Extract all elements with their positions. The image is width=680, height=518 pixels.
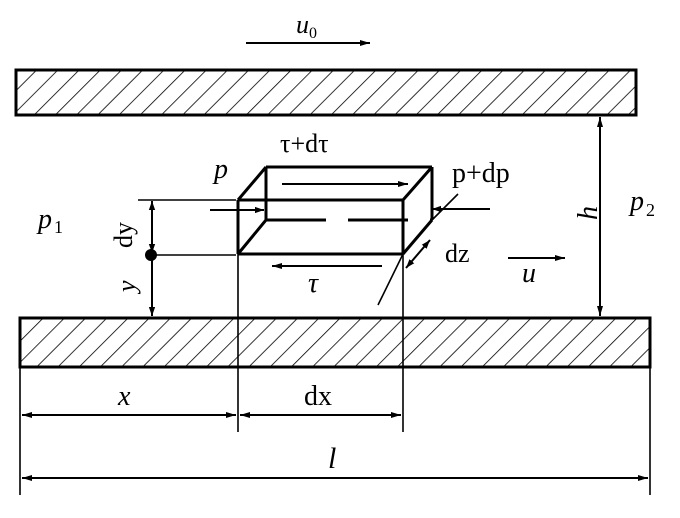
shear-top-label: τ+dτ [280, 129, 329, 158]
p1-subscript: 1 [54, 217, 63, 237]
u0-subscript: 0 [309, 25, 317, 42]
y-label: y [112, 280, 141, 295]
bottom-plate [18, 316, 652, 369]
u-label: u [522, 258, 536, 289]
l-label: l [328, 442, 336, 475]
shear-bottom-label: τ [308, 268, 319, 299]
h-label: h [573, 206, 604, 220]
pressure-pdp-label: p+dp [452, 158, 510, 189]
dz-label: dz [445, 239, 470, 268]
u0-label: u [296, 10, 309, 39]
fluid-element [236, 165, 434, 256]
origin-point [145, 249, 157, 261]
p2-subscript: 2 [646, 200, 655, 220]
dy-label: dy [109, 222, 138, 248]
x-label: x [117, 381, 131, 412]
dx-label: dx [304, 381, 332, 412]
dz-dimension-arrow [405, 239, 431, 269]
pressure-p-label: p [212, 154, 228, 185]
p1-label: p [36, 204, 52, 235]
p2-label: p [628, 186, 644, 217]
top-plate [14, 68, 638, 117]
